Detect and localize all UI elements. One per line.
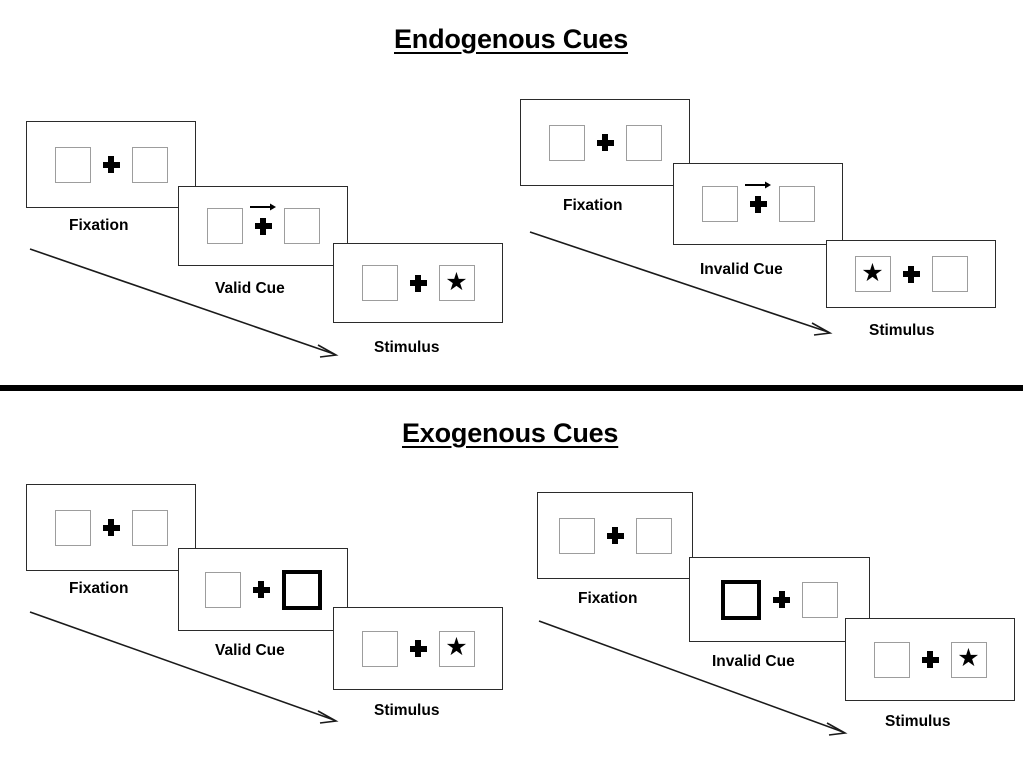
placeholder-box-right: ★ bbox=[438, 265, 475, 301]
placeholder-box-left: ★ bbox=[854, 256, 891, 292]
caption-exogenous-valid-cue: Valid Cue bbox=[215, 642, 285, 659]
placeholder-box-right bbox=[283, 208, 320, 244]
fixation-cross-wrap bbox=[91, 519, 132, 536]
fixation-cross-icon bbox=[749, 195, 767, 213]
placeholder-box-left bbox=[54, 509, 91, 546]
placeholder-box-left bbox=[361, 630, 398, 667]
placeholder-box-right bbox=[778, 186, 815, 222]
stimulus-star-icon: ★ bbox=[445, 267, 468, 296]
panel-exogenous-invalid-fixation bbox=[537, 492, 693, 579]
time-progression-arrow-exogenous-valid bbox=[29, 611, 339, 724]
fixation-cross-wrap bbox=[738, 181, 779, 213]
cued-box-right bbox=[281, 569, 322, 610]
placeholder-box-right: ★ bbox=[950, 641, 987, 678]
section-title-endogenous: Endogenous Cues bbox=[394, 24, 629, 54]
caption-endogenous-valid-fixation: Fixation bbox=[69, 217, 129, 234]
panel-content bbox=[548, 124, 662, 161]
fixation-cross-wrap bbox=[595, 527, 636, 544]
caption-exogenous-invalid-fixation: Fixation bbox=[578, 590, 638, 607]
panel-exogenous-valid-stimulus: ★ bbox=[333, 607, 503, 690]
stimulus-star-icon: ★ bbox=[445, 633, 468, 661]
fixation-cross-icon bbox=[921, 651, 939, 668]
panel-exogenous-valid-fixation bbox=[26, 484, 196, 571]
caption-exogenous-valid-fixation: Fixation bbox=[69, 580, 129, 597]
placeholder-box-right bbox=[625, 124, 662, 161]
fixation-cross-wrap bbox=[91, 156, 132, 173]
panel-content bbox=[721, 579, 838, 620]
fixation-cross-icon bbox=[102, 519, 120, 536]
fixation-cross-wrap bbox=[398, 274, 439, 292]
arrow-right-icon bbox=[250, 203, 276, 210]
placeholder-box-right bbox=[931, 256, 968, 292]
panel-content bbox=[206, 203, 320, 244]
placeholder-box-right bbox=[131, 146, 168, 183]
panel-content: ★ bbox=[361, 265, 475, 301]
fixation-cross-icon bbox=[606, 527, 624, 544]
caption-endogenous-invalid-fixation: Fixation bbox=[563, 197, 623, 214]
panel-content bbox=[701, 181, 815, 222]
fixation-cross-icon bbox=[409, 274, 427, 292]
panel-content bbox=[54, 509, 168, 546]
stimulus-star-icon: ★ bbox=[861, 258, 884, 287]
fixation-cross-icon bbox=[102, 156, 120, 173]
placeholder-box-left bbox=[701, 186, 738, 222]
caption-endogenous-invalid-cue: Invalid Cue bbox=[700, 261, 783, 278]
fixation-cross-wrap bbox=[585, 134, 626, 151]
fixation-cross-wrap bbox=[910, 651, 951, 668]
panel-endogenous-valid-stimulus: ★ bbox=[333, 243, 503, 323]
time-progression-arrow-endogenous-invalid bbox=[529, 231, 833, 336]
panel-content bbox=[558, 517, 672, 554]
time-progression-arrow-exogenous-invalid bbox=[538, 620, 848, 736]
section-title-exogenous: Exogenous Cues bbox=[402, 418, 619, 448]
fixation-cross-icon bbox=[409, 640, 427, 657]
caption-exogenous-invalid-stimulus: Stimulus bbox=[885, 713, 951, 730]
caption-endogenous-valid-stimulus: Stimulus bbox=[374, 339, 440, 356]
time-progression-arrow-endogenous-valid bbox=[29, 248, 339, 358]
panel-content bbox=[54, 146, 168, 183]
fixation-cross-wrap bbox=[241, 581, 282, 598]
arrow-right-icon bbox=[745, 181, 771, 188]
placeholder-box-left bbox=[558, 517, 595, 554]
panel-endogenous-valid-cue bbox=[178, 186, 348, 266]
fixation-cross-icon bbox=[252, 581, 270, 598]
fixation-cross-icon bbox=[254, 217, 272, 235]
fixation-cross-wrap bbox=[398, 640, 439, 657]
placeholder-box-right bbox=[802, 581, 838, 618]
fixation-cross-wrap bbox=[891, 265, 932, 283]
caption-exogenous-valid-stimulus: Stimulus bbox=[374, 702, 440, 719]
panel-content bbox=[204, 569, 322, 610]
panel-content: ★ bbox=[361, 630, 475, 667]
fixation-cross-icon bbox=[902, 265, 920, 283]
panel-endogenous-invalid-fixation bbox=[520, 99, 690, 186]
panel-endogenous-invalid-cue bbox=[673, 163, 843, 245]
placeholder-box-left bbox=[361, 265, 398, 301]
panel-content: ★ bbox=[873, 641, 987, 678]
panel-content: ★ bbox=[854, 256, 968, 292]
placeholder-box-left bbox=[873, 641, 910, 678]
fixation-cross-wrap bbox=[243, 203, 284, 235]
fixation-cross-icon bbox=[596, 134, 614, 151]
placeholder-box-left bbox=[206, 208, 243, 244]
fixation-cross-icon bbox=[773, 591, 790, 608]
placeholder-box-left bbox=[204, 571, 241, 608]
caption-endogenous-valid-cue: Valid Cue bbox=[215, 280, 285, 297]
stimulus-star-icon: ★ bbox=[957, 644, 980, 672]
panel-endogenous-valid-fixation bbox=[26, 121, 196, 208]
panel-exogenous-invalid-stimulus: ★ bbox=[845, 618, 1015, 701]
placeholder-box-right: ★ bbox=[438, 630, 475, 667]
placeholder-box-left bbox=[54, 146, 91, 183]
placeholder-box-right bbox=[131, 509, 168, 546]
section-divider bbox=[0, 385, 1023, 391]
fixation-cross-wrap bbox=[761, 591, 802, 608]
caption-exogenous-invalid-cue: Invalid Cue bbox=[712, 653, 795, 670]
panel-exogenous-invalid-cue bbox=[689, 557, 870, 642]
panel-endogenous-invalid-stimulus: ★ bbox=[826, 240, 996, 308]
caption-endogenous-invalid-stimulus: Stimulus bbox=[869, 322, 935, 339]
cued-box-left bbox=[721, 579, 761, 620]
placeholder-box-right bbox=[635, 517, 672, 554]
panel-exogenous-valid-cue bbox=[178, 548, 348, 631]
placeholder-box-left bbox=[548, 124, 585, 161]
